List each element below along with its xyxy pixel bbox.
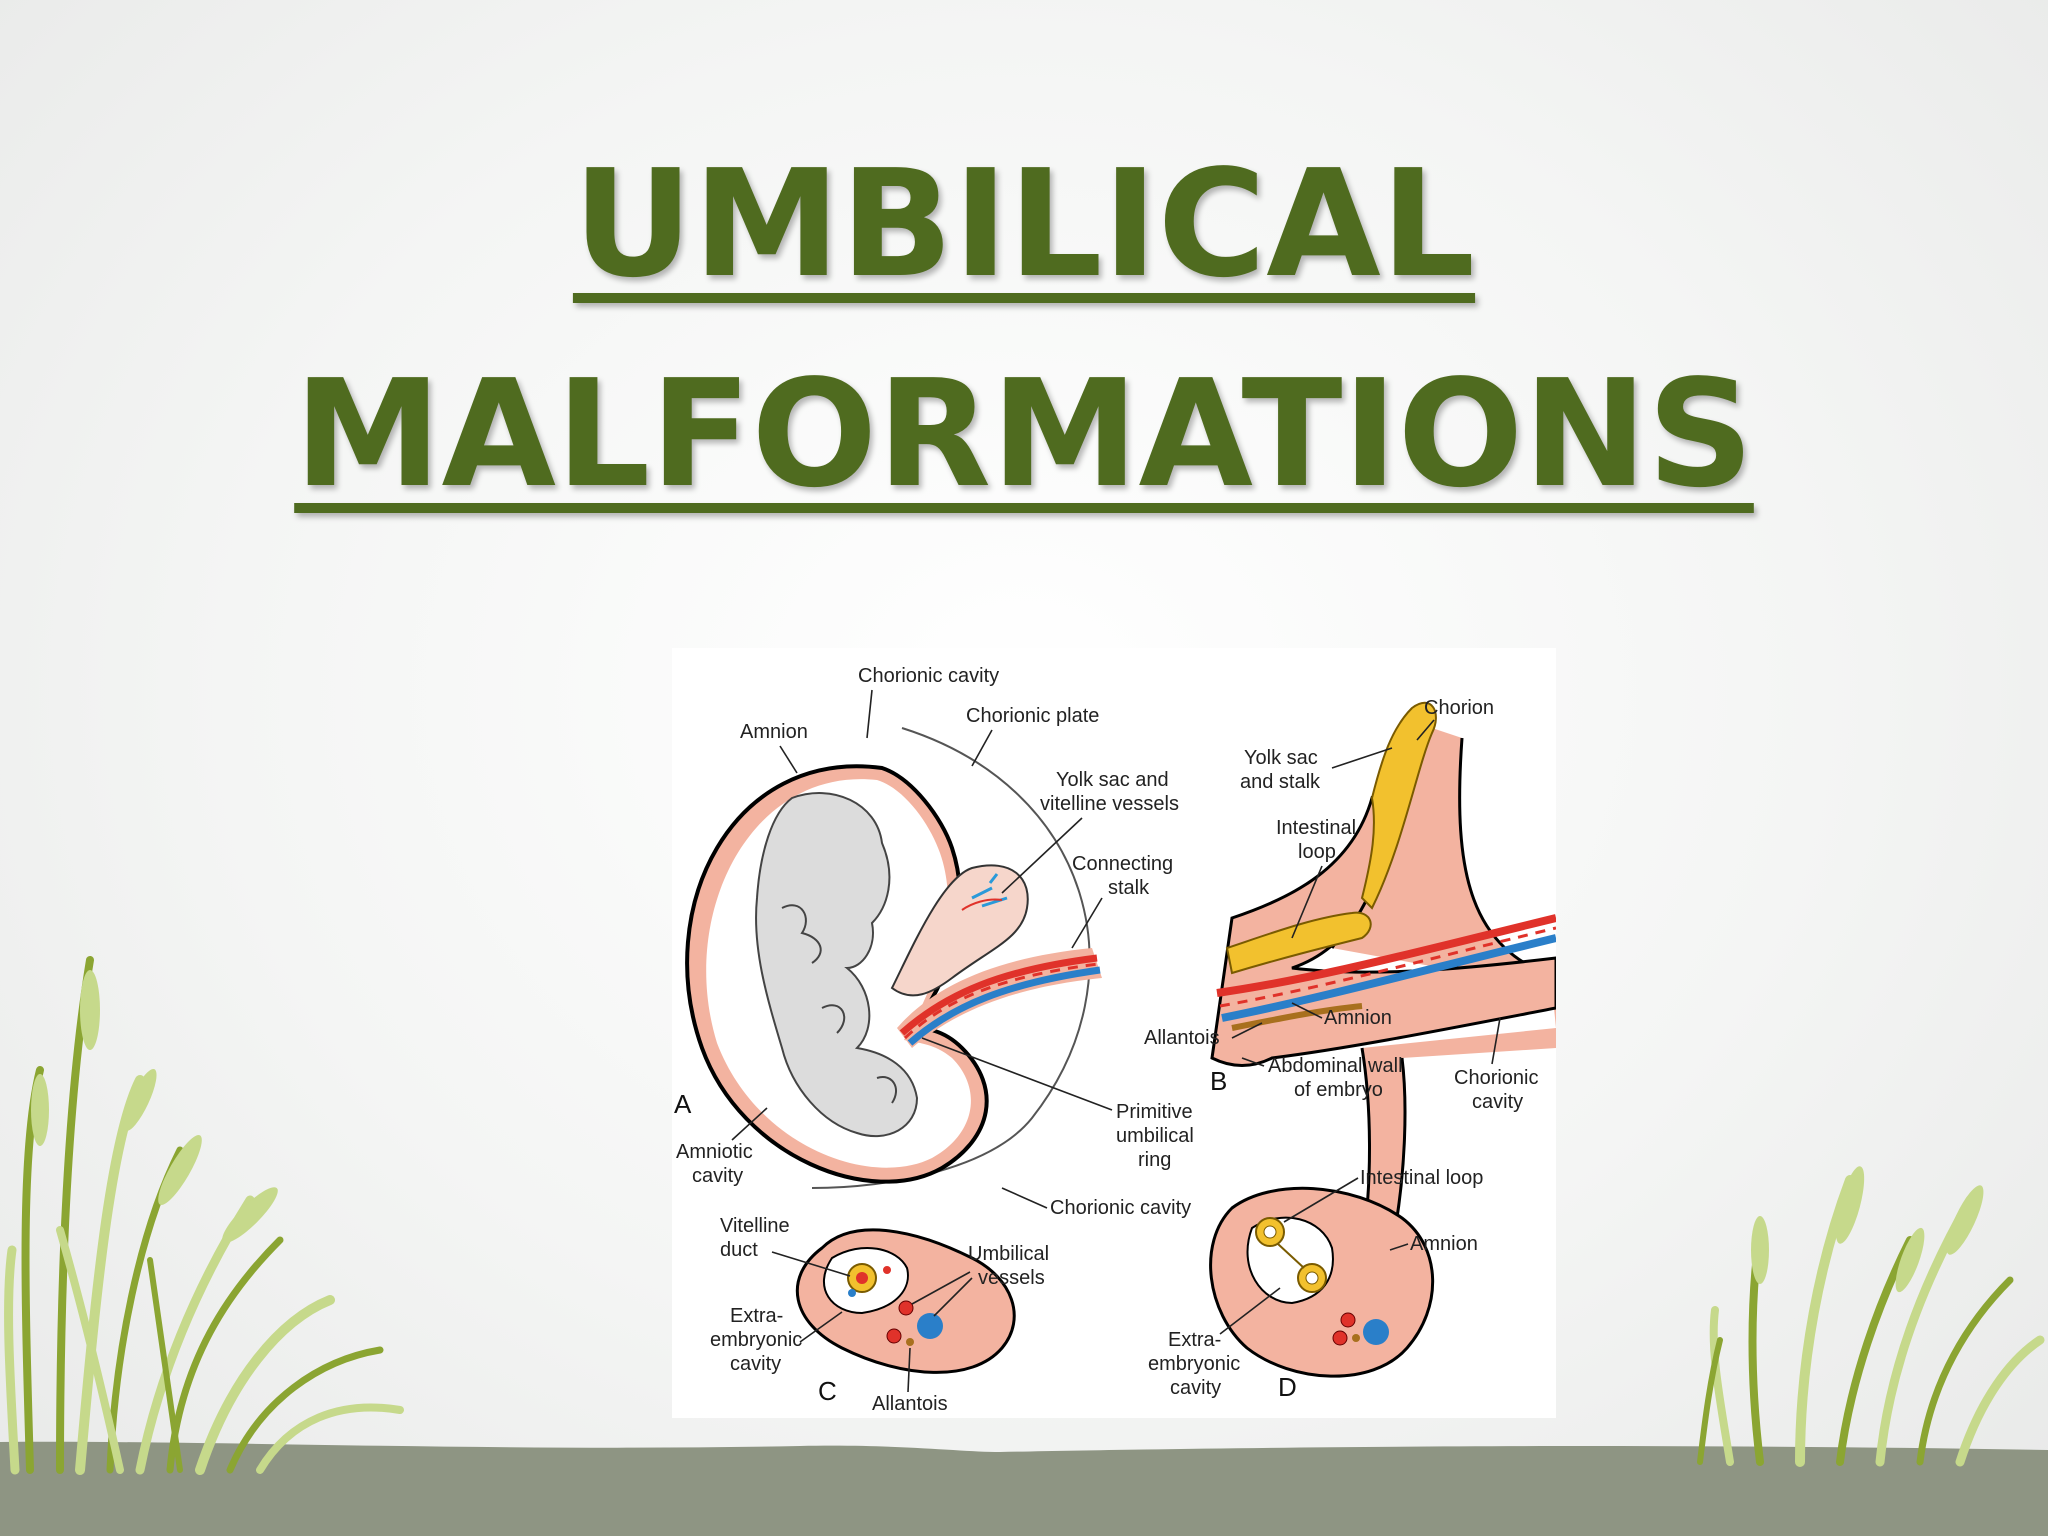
label-yolk-sac-b-2: and stalk (1240, 771, 1321, 793)
umbilical-artery (899, 954, 1098, 1036)
umbilical-vessel-vein-c (917, 1313, 943, 1339)
vessels-b-blue (1221, 934, 1556, 1022)
grass-left (4, 956, 404, 1475)
label-intestinal-loop-d: Intestinal loop (1360, 1167, 1483, 1189)
yolk-stalk (1360, 701, 1437, 910)
title-line-1: UMBILICAL (572, 138, 1476, 310)
label-yolk-sac-a-2: vitelline vessels (1040, 793, 1179, 815)
label-yolk-sac-a-1: Yolk sac and (1056, 769, 1169, 791)
label-primitive-ring-3: ring (1138, 1149, 1171, 1171)
letter-b: B (1210, 1066, 1227, 1096)
vessel-artery-d-2 (1332, 1330, 1348, 1346)
panel-c: Vitelline duct Umbilical vessels Extra- … (710, 1215, 1049, 1415)
embryo (755, 792, 919, 1138)
umbilical-diagram: Chorionic cavity Amnion Chorionic plate … (672, 648, 1556, 1418)
label-vitelline-duct-1: Vitelline (720, 1215, 790, 1237)
vessels-b-red (1216, 914, 1556, 997)
label-amniotic-cavity-2: cavity (692, 1165, 743, 1187)
label-amnion-a: Amnion (740, 721, 808, 743)
letter-c: C (818, 1376, 837, 1406)
label-chorionic-cavity-bottom: Chorionic cavity (1050, 1197, 1191, 1219)
panel-d: Intestinal loop Amnion Extra- embryonic … (1148, 1167, 1483, 1402)
letter-d: D (1278, 1372, 1297, 1402)
umbilical-vessel-artery-c-1 (898, 1300, 914, 1316)
label-extra-embryonic-d-1: Extra- (1168, 1329, 1221, 1351)
label-extra-embryonic-d-2: embryonic (1148, 1353, 1240, 1375)
grass-right (1697, 1166, 2045, 1467)
label-amnion-d: Amnion (1410, 1233, 1478, 1255)
label-umbilical-vessels-1: Umbilical (968, 1243, 1049, 1265)
umbilical-vein (907, 966, 1101, 1046)
label-chorionic-cavity-b-1: Chorionic (1454, 1067, 1538, 1089)
ground (0, 1441, 2048, 1536)
label-allantois-c: Allantois (872, 1393, 948, 1415)
vessel-vein-d (1363, 1319, 1389, 1345)
label-extra-embryonic-d-3: cavity (1170, 1377, 1221, 1399)
label-chorionic-cavity-top: Chorionic cavity (858, 665, 999, 687)
diagram-svg: Chorionic cavity Amnion Chorionic plate … (674, 665, 1556, 1415)
title-line-2: MALFORMATIONS (294, 348, 1754, 520)
panel-b: Chorion Yolk sac and stalk Intestinal lo… (1144, 697, 1556, 1249)
label-vitelline-duct-2: duct (720, 1239, 758, 1261)
allantois (1231, 1003, 1363, 1031)
label-allantois-b: Allantois (1144, 1027, 1220, 1049)
label-chorionic-plate: Chorionic plate (966, 705, 1099, 727)
umbilical-vessel-artery-c-2 (886, 1328, 902, 1344)
label-abdominal-wall-2: of embryo (1294, 1079, 1383, 1101)
panel-a: Chorionic cavity Amnion Chorionic plate … (674, 665, 1194, 1219)
yolk-sac (890, 864, 1029, 997)
label-amnion-b: Amnion (1324, 1007, 1392, 1029)
label-intestinal-loop-b-1: Intestinal (1276, 817, 1356, 839)
label-yolk-sac-b-1: Yolk sac (1244, 747, 1318, 769)
vessel-artery-d-1 (1340, 1312, 1356, 1328)
label-abdominal-wall-1: Abdominal wall (1268, 1055, 1403, 1077)
label-extra-embryonic-c-3: cavity (730, 1353, 781, 1375)
label-extra-embryonic-c-2: embryonic (710, 1329, 802, 1351)
label-intestinal-loop-b-2: loop (1298, 841, 1336, 863)
label-connecting-stalk-2: stalk (1108, 877, 1150, 899)
label-primitive-ring-2: umbilical (1116, 1125, 1194, 1147)
label-connecting-stalk-1: Connecting (1072, 853, 1173, 875)
label-amniotic-cavity-1: Amniotic (676, 1141, 753, 1163)
label-extra-embryonic-c-1: Extra- (730, 1305, 783, 1327)
label-chorionic-cavity-b-2: cavity (1472, 1091, 1523, 1113)
label-chorion: Chorion (1424, 697, 1494, 719)
allantois-c (906, 1338, 914, 1346)
letter-a: A (674, 1089, 692, 1119)
label-umbilical-vessels-2: vessels (978, 1267, 1045, 1289)
label-primitive-ring-1: Primitive (1116, 1101, 1193, 1123)
intestinal-loop (1225, 911, 1372, 975)
